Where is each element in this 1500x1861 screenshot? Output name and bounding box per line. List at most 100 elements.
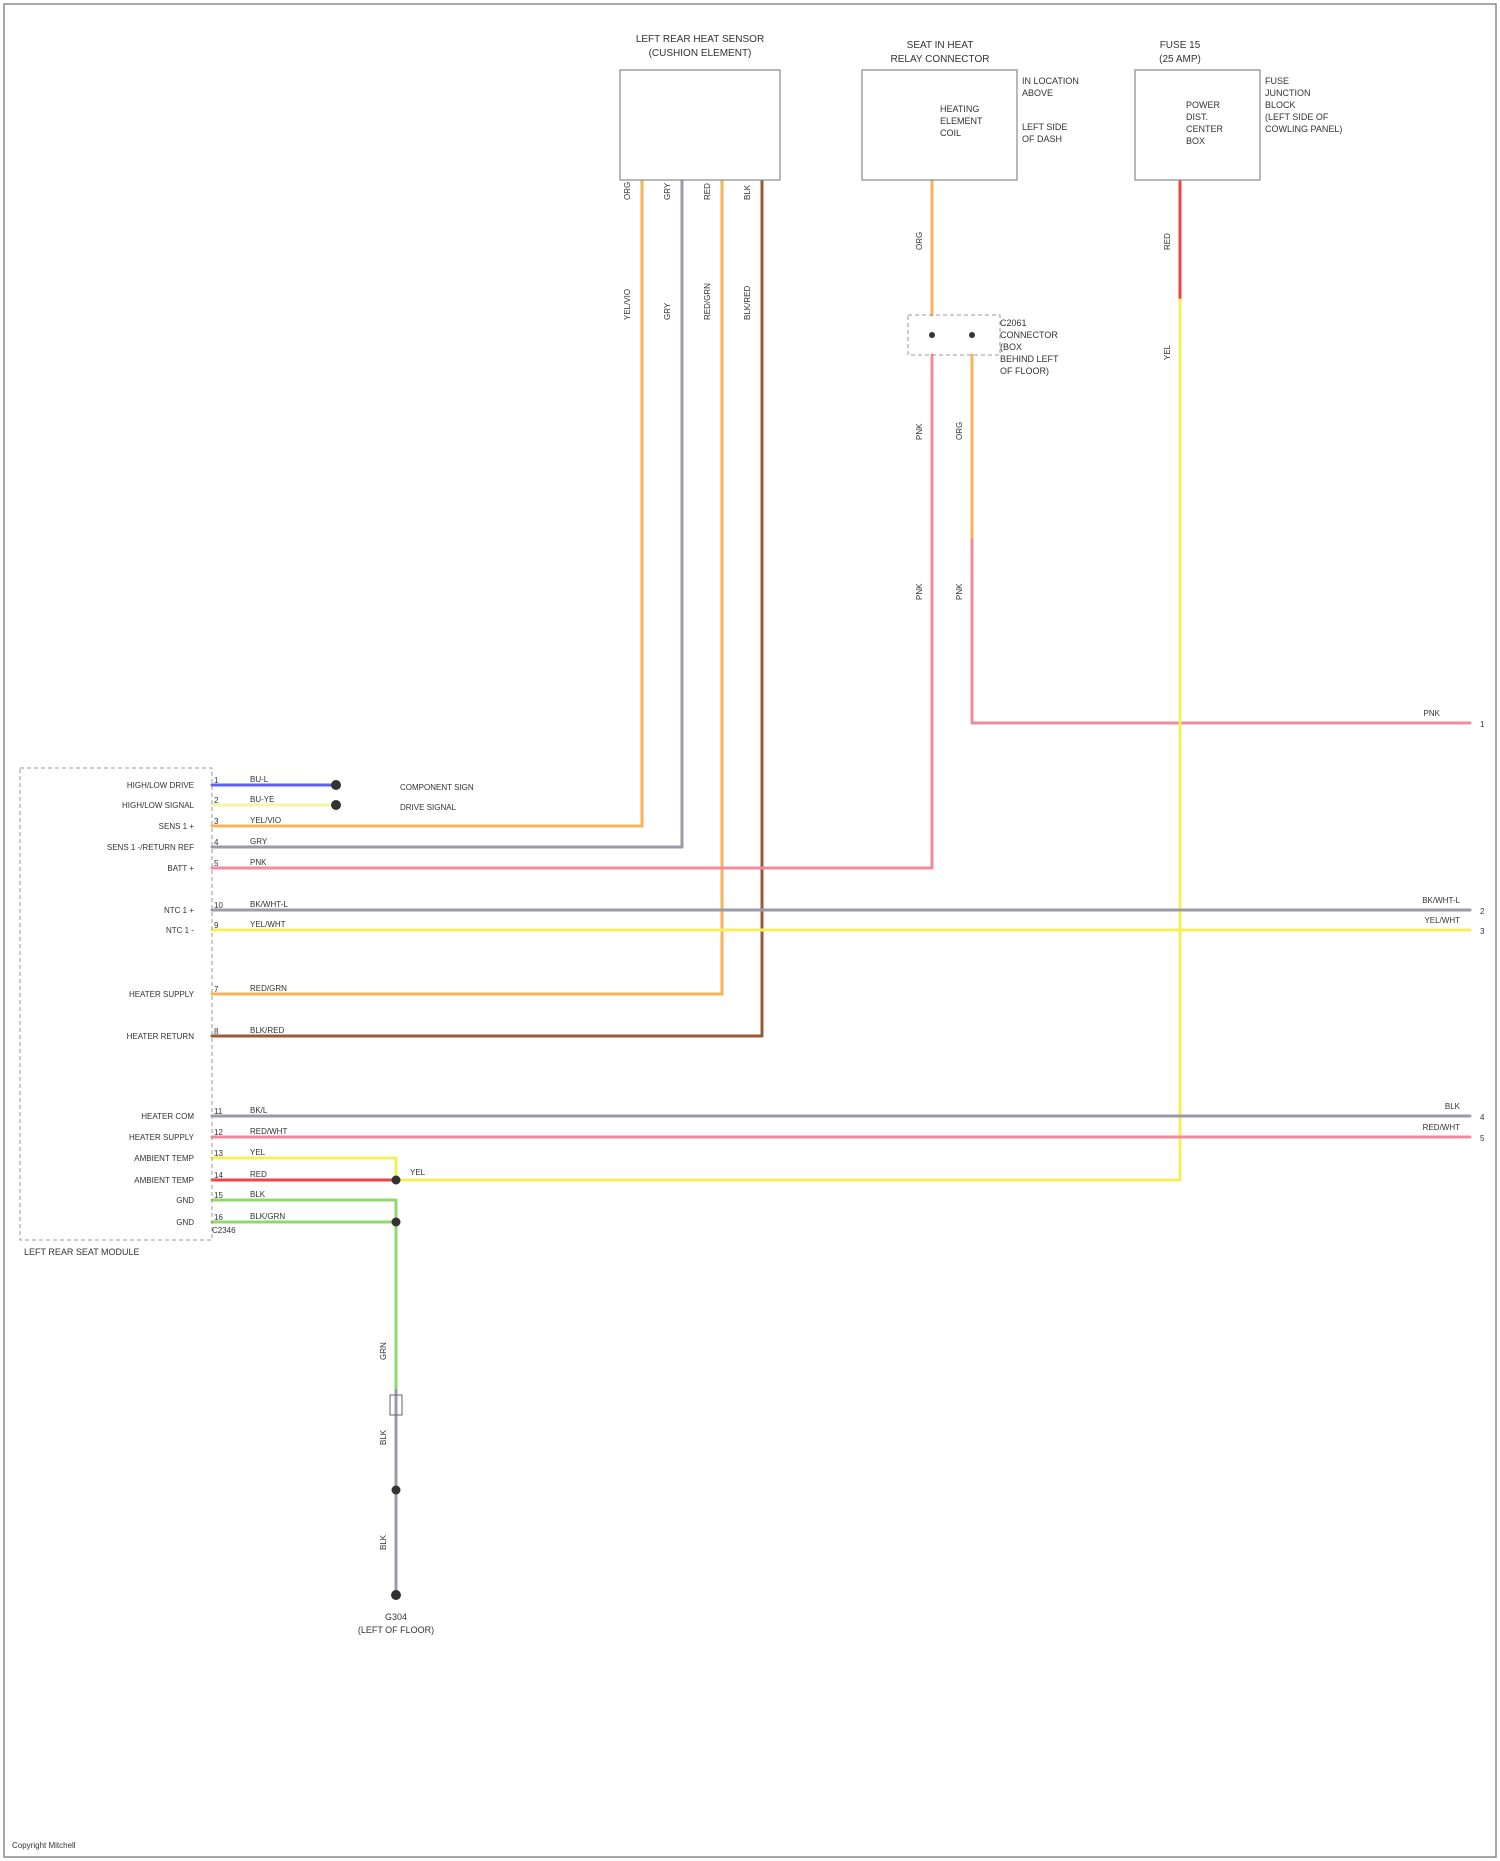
module-row-pin: 16 <box>214 1213 223 1222</box>
fuse-side-3: BLOCK <box>1265 100 1296 110</box>
top-relay-component: SEAT IN HEAT RELAY CONNECTOR HEATING ELE… <box>862 40 1079 250</box>
left-rear-seat-module: LEFT REAR SEAT MODULE C2346 COMPONENT SI… <box>20 768 474 1257</box>
pin-right-3: 3 <box>1480 927 1485 936</box>
module-row-pin: 10 <box>214 901 223 910</box>
fuse-inner-2: DIST. <box>1186 112 1208 122</box>
fuse-inner-3: CENTER <box>1186 124 1224 134</box>
module-row-label: HIGH/LOW SIGNAL <box>122 801 195 810</box>
top-fuse-component: FUSE 15 (25 AMP) POWER DIST. CENTER BOX … <box>1135 40 1342 360</box>
module-row-label: GND <box>176 1196 194 1205</box>
sensor-code-1: ORG <box>623 182 632 200</box>
module-row-code: RED/GRN <box>250 984 287 993</box>
module-row-label: SENS 1 -/RETURN REF <box>107 843 194 852</box>
pin-right-5: 5 <box>1480 1134 1485 1143</box>
fuse-title-1: FUSE 15 <box>1160 40 1201 51</box>
module-row-code: BK/WHT-L <box>250 900 288 909</box>
relay-side-4: OF DASH <box>1022 134 1062 144</box>
dot-ambient <box>392 1176 401 1185</box>
fuse-inner-1: POWER <box>1186 100 1221 110</box>
sensor-wire-label-1: YEL/VIO <box>623 289 632 320</box>
module-row-code: RED/WHT <box>250 1127 287 1136</box>
wire-gray-sensor <box>212 135 682 847</box>
fuse-inner-4: BOX <box>1186 136 1205 146</box>
module-row-label: NTC 1 + <box>164 906 194 915</box>
dot-signal <box>331 800 341 810</box>
fuse-side-1: FUSE <box>1265 76 1289 86</box>
module-row-pin: 1 <box>214 776 219 785</box>
callout-2: DRIVE SIGNAL <box>400 803 457 812</box>
module-row-pin: 5 <box>214 859 219 868</box>
sensor-wire-label-2: GRY <box>663 302 672 320</box>
module-row-pin: 12 <box>214 1128 223 1137</box>
relay-bottom-label-1: PNK <box>915 583 924 600</box>
right-label-5: RED/WHT <box>1423 1123 1460 1132</box>
module-row-code: BLK <box>250 1190 266 1199</box>
fuse-wire-label-upper: RED <box>1163 233 1172 250</box>
module-row-pin: 11 <box>214 1107 223 1116</box>
pin-right-4: 4 <box>1480 1113 1485 1122</box>
dot-splice <box>392 1486 401 1495</box>
module-row-pin: 13 <box>214 1149 223 1158</box>
module-bottom-code: C2346 <box>212 1226 236 1235</box>
relay-lower-label-1: PNK <box>915 423 924 440</box>
right-label-2: BK/WHT-L <box>1422 896 1460 905</box>
relay-side-2: ABOVE <box>1022 88 1053 98</box>
module-row-code: YEL/WHT <box>250 920 286 929</box>
sensor-code-3: RED <box>703 183 712 200</box>
right-edge-pins: 1 2 3 4 5 <box>1480 720 1485 1143</box>
wire-brown-sensor <box>212 95 762 1036</box>
module-row-code: BLK/RED <box>250 1026 284 1035</box>
hub-yel-label: YEL <box>410 1168 426 1177</box>
module-row-label: AMBIENT TEMP <box>134 1154 194 1163</box>
module-row-pin: 2 <box>214 796 219 805</box>
footer-copyright: Copyright Mitchell <box>12 1841 76 1850</box>
module-row-label: SENS 1 + <box>159 822 195 831</box>
relay-title-1: SEAT IN HEAT <box>907 40 974 51</box>
module-row-code: BK/L <box>250 1106 268 1115</box>
sensor-wire-label-4: BLK/RED <box>743 286 752 320</box>
module-title: LEFT REAR SEAT MODULE <box>24 1247 140 1257</box>
right-label-1: PNK <box>1424 709 1441 718</box>
module-row-code: BU-L <box>250 775 269 784</box>
dot-junction-in <box>929 332 935 338</box>
fuse-title-2: (25 AMP) <box>1159 54 1201 65</box>
fuse-side-2: JUNCTION <box>1265 88 1311 98</box>
module-row-code: YEL/VIO <box>250 816 281 825</box>
module-row-code: RED <box>250 1170 267 1179</box>
relay-title-2: RELAY CONNECTOR <box>891 54 990 65</box>
dot-junction-out <box>969 332 975 338</box>
relay-side-1: IN LOCATION <box>1022 76 1079 86</box>
module-row-code: BLK/GRN <box>250 1212 285 1221</box>
right-label-3: YEL/WHT <box>1424 916 1460 925</box>
pin-right-1: 1 <box>1480 720 1485 729</box>
ground-code: G304 <box>385 1612 407 1622</box>
junction-line-3: (BOX <box>1000 342 1022 352</box>
module-row-label: HEATER SUPPLY <box>129 990 195 999</box>
module-row-code: YEL <box>250 1148 266 1157</box>
module-row-label: AMBIENT TEMP <box>134 1176 194 1185</box>
module-row-pin: 8 <box>214 1027 219 1036</box>
right-wire-labels: PNK BK/WHT-L YEL/WHT BLK RED/WHT <box>1422 709 1460 1132</box>
right-label-4: BLK <box>1445 1102 1461 1111</box>
dot-gnd <box>392 1218 401 1227</box>
sensor-title-2: (CUSHION ELEMENT) <box>649 48 752 59</box>
wire-yellow-ambient <box>212 1158 396 1180</box>
module-outline <box>20 768 212 1240</box>
ground-wire-label-1: GRN <box>379 1342 388 1360</box>
junction-line-2: CONNECTOR <box>1000 330 1058 340</box>
ground-dot <box>391 1590 401 1600</box>
top-sensor-component: LEFT REAR HEAT SENSOR (CUSHION ELEMENT) … <box>620 34 780 320</box>
module-row-code: BU-YE <box>250 795 274 804</box>
module-row-code: PNK <box>250 858 267 867</box>
wire-red-sensor <box>212 95 722 994</box>
module-row-pin: 3 <box>214 817 219 826</box>
module-row-label: HIGH/LOW DRIVE <box>127 781 194 790</box>
module-row-pin: 14 <box>214 1171 223 1180</box>
relay-side-3: LEFT SIDE <box>1022 122 1067 132</box>
relay-inner-1: HEATING <box>940 104 979 114</box>
module-row-label: HEATER RETURN <box>127 1032 195 1041</box>
relay-wire-label: ORG <box>915 232 924 250</box>
pin-right-2: 2 <box>1480 907 1485 916</box>
wire-pink-relay-right <box>972 540 1470 723</box>
